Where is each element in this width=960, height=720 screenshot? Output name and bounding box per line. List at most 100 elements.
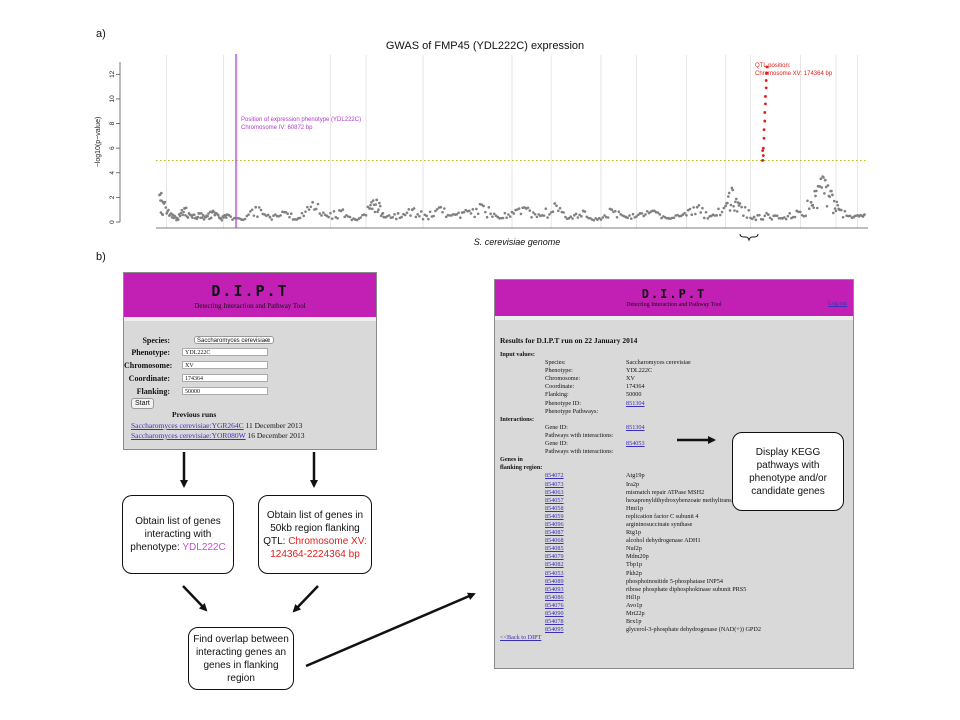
data-points — [158, 65, 866, 222]
species-select[interactable]: Saccharomyces cerevisiae⇕ — [194, 336, 274, 344]
data-point — [434, 209, 437, 213]
data-point — [169, 212, 173, 215]
input-value-row-value: Saccharomyces cerevisiae — [626, 359, 691, 367]
data-point — [764, 86, 768, 90]
data-point — [428, 210, 432, 214]
interaction-row: Pathways with interactions: — [500, 448, 850, 456]
data-point — [841, 215, 845, 219]
data-point — [585, 215, 589, 219]
interaction-row-key: Pathways with interactions: — [545, 431, 614, 439]
gene-id-link[interactable]: 854072 — [545, 472, 564, 480]
select-arrows-icon: ⇕ — [266, 338, 271, 344]
data-point — [726, 195, 730, 198]
data-point — [786, 214, 790, 218]
gene-id-link[interactable]: 854093 — [545, 585, 564, 593]
gene-id-link[interactable]: 854079 — [545, 553, 564, 561]
gene-id-link[interactable]: 854095 — [545, 626, 564, 634]
data-point — [751, 217, 754, 221]
interaction-row-value[interactable]: 854053 — [626, 440, 645, 448]
data-point — [343, 215, 346, 219]
results-heading: Results for D.I.P.T run on 22 January 20… — [500, 336, 638, 345]
flanking-input[interactable]: 50000 — [182, 387, 268, 395]
data-point — [368, 207, 371, 210]
data-point — [626, 216, 629, 220]
data-point — [672, 216, 676, 220]
data-point — [286, 212, 290, 215]
previous-run-link[interactable]: Saccharomyces cerevisiae:YGR264C — [131, 421, 244, 430]
gene-id-link[interactable]: 854078 — [545, 618, 564, 626]
data-point — [747, 208, 751, 212]
interacting-genes-box: Obtain list of genes interacting with ph… — [122, 495, 234, 574]
data-point — [320, 214, 323, 217]
box4-text: Display KEGG pathways with phenotype and… — [749, 446, 827, 497]
data-point — [688, 207, 692, 211]
gene-id-link[interactable]: 854076 — [545, 601, 564, 609]
gene-id-link[interactable]: 854057 — [545, 496, 564, 504]
panel-b-label: b) — [96, 251, 106, 263]
data-point — [658, 213, 662, 216]
interaction-row: Pathways with interactions: — [500, 432, 850, 440]
data-point — [690, 213, 694, 216]
dipt-logo: D.I.P.T — [211, 282, 289, 300]
input-value-row-value: YDL222C — [626, 367, 653, 375]
data-point — [761, 218, 765, 221]
data-point — [467, 209, 471, 213]
gene-id-link[interactable]: 854086 — [545, 593, 564, 601]
data-point — [553, 202, 557, 205]
qtl-annotation-chrom: Chromosome XV: 174364 bp — [755, 71, 833, 77]
dipt-subtitle: Detecting Interaction and Pathway Tool — [194, 302, 306, 310]
data-point — [288, 215, 291, 219]
gene-id-link[interactable]: 854096 — [545, 520, 564, 528]
gene-id-link[interactable]: 854058 — [545, 504, 564, 512]
data-point — [740, 205, 743, 209]
input-value-row-value[interactable]: 851304 — [626, 399, 645, 407]
start-button[interactable]: Start — [131, 398, 154, 409]
data-point — [395, 217, 398, 221]
gene-id-link[interactable]: 854053 — [545, 569, 564, 577]
data-point — [519, 212, 523, 216]
y-tick-label: 10 — [109, 95, 116, 103]
back-to-dipt-link[interactable]: <<Back to DIPT — [500, 634, 542, 642]
logout-link[interactable]: Log out — [828, 301, 847, 307]
gene-id-link[interactable]: 854073 — [545, 480, 564, 488]
gene-id-link[interactable]: 854087 — [545, 529, 564, 537]
gene-name: hexaprenyldihydroxybenzoate methyltransf… — [626, 496, 747, 504]
gene-id-link[interactable]: 854085 — [545, 545, 564, 553]
flanking-region-box: Obtain list of genes in 50kb region flan… — [258, 495, 372, 574]
data-point — [765, 71, 769, 75]
chromosome-input[interactable]: XV — [182, 361, 268, 369]
data-point — [256, 215, 259, 219]
gene-name: argininosuccinate synthase — [626, 520, 693, 528]
data-point — [462, 210, 466, 214]
data-point — [528, 209, 532, 212]
data-point — [279, 214, 282, 217]
data-point — [763, 214, 767, 218]
data-point — [416, 213, 419, 216]
data-point — [160, 191, 163, 195]
gene-id-link[interactable]: 854082 — [545, 561, 564, 569]
data-point — [762, 128, 766, 132]
gene-id-link[interactable]: 854059 — [545, 512, 564, 520]
interaction-row-value[interactable]: 851304 — [626, 423, 645, 431]
gene-id-link[interactable]: 854068 — [545, 537, 564, 545]
data-point — [761, 154, 765, 157]
species-label: Species: — [142, 336, 170, 345]
data-point — [699, 211, 702, 214]
data-point — [229, 215, 233, 218]
data-point — [628, 214, 631, 217]
gene-id-link[interactable]: 854090 — [545, 610, 564, 617]
data-point — [783, 216, 786, 219]
phenotype-input[interactable]: YDL222C — [182, 348, 268, 356]
gene-id-link[interactable]: 854063 — [545, 488, 564, 496]
gene-id-link[interactable]: 854089 — [545, 577, 564, 585]
y-tick-label: 2 — [109, 195, 116, 199]
data-point — [656, 211, 660, 214]
coordinate-input[interactable]: 174364 — [182, 374, 268, 382]
input-value-row-key: Flanking: — [545, 391, 569, 399]
interaction-row-key: Pathways with interactions: — [545, 448, 614, 456]
previous-run-link[interactable]: Saccharomyces cerevisiae:YOR080W — [131, 431, 246, 440]
data-point — [535, 215, 539, 219]
